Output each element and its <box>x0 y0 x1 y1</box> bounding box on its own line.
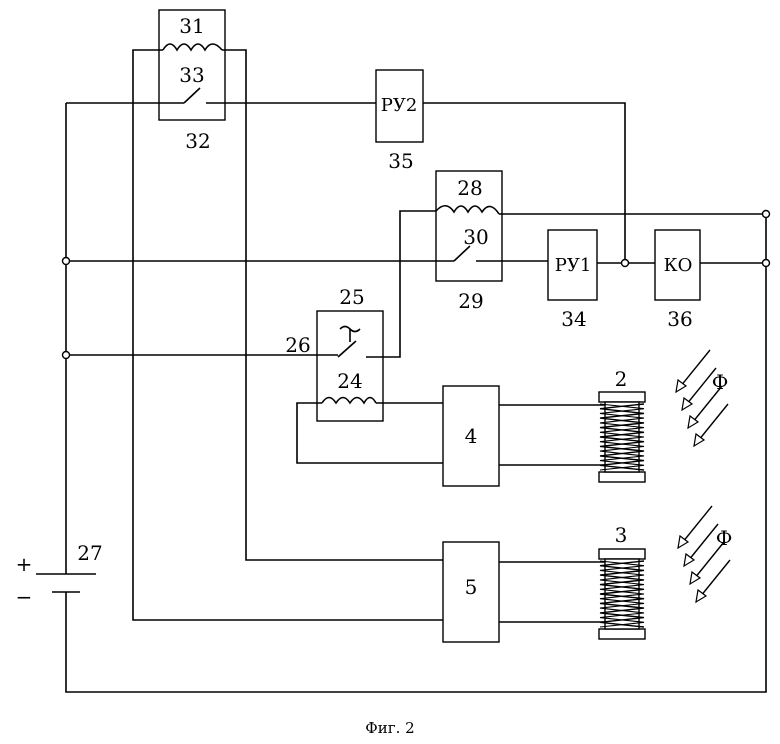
label-35: 35 <box>388 149 413 173</box>
label-5: 5 <box>465 575 478 599</box>
label-30: 30 <box>463 225 488 249</box>
label-25: 25 <box>339 285 364 309</box>
label-3: 3 <box>615 523 628 547</box>
label-29: 29 <box>458 289 483 313</box>
flux-arrows-top-icon <box>676 350 728 446</box>
ko-unit: КО 36 <box>655 230 700 331</box>
box-5: 5 <box>443 542 499 642</box>
label-2: 2 <box>615 367 628 391</box>
junction-right-top <box>763 211 770 218</box>
junction-ru1-ko <box>622 260 629 267</box>
coil-2-top-cap <box>599 392 645 402</box>
coil-24-icon <box>322 398 376 404</box>
label-31: 31 <box>179 14 204 38</box>
battery-27: + − 27 <box>16 541 103 609</box>
coil-3-bottom-cap <box>599 629 645 639</box>
battery-plus-sign: + <box>16 552 33 576</box>
coil-2: 2 <box>599 367 645 482</box>
label-4: 4 <box>465 424 478 448</box>
coil-28-icon <box>436 206 499 214</box>
coil-31-icon <box>163 44 222 50</box>
label-flux-bottom: Ф <box>716 526 733 550</box>
junction-left-mid <box>63 258 70 265</box>
label-26: 26 <box>285 333 310 357</box>
label-24: 24 <box>337 369 362 393</box>
coil-2-bottom-cap <box>599 472 645 482</box>
label-33: 33 <box>179 63 204 87</box>
label-flux-top: Ф <box>712 370 729 394</box>
ru2-label: РУ2 <box>381 95 418 116</box>
junction-left-low <box>63 352 70 359</box>
label-28: 28 <box>457 176 482 200</box>
flux-arrows-bottom-icon <box>678 506 730 602</box>
relay-32: 31 33 32 <box>159 10 225 153</box>
relay-29: 28 30 29 <box>436 171 502 313</box>
label-36: 36 <box>667 307 692 331</box>
label-32: 32 <box>185 129 210 153</box>
relay-25-box <box>317 311 383 421</box>
label-34: 34 <box>561 307 586 331</box>
wire-coil28-to-contact26 <box>366 211 436 357</box>
battery-minus-sign: − <box>16 585 33 609</box>
contact-26-switch-icon <box>338 341 356 357</box>
wire-coil24-left-loop <box>297 403 443 463</box>
contact-30-switch-icon <box>454 246 470 261</box>
relay-25: 25 26 24 <box>285 285 383 421</box>
contact-33-switch-icon <box>184 88 200 103</box>
wires <box>66 50 766 692</box>
box-4: 4 <box>443 386 499 486</box>
label-27: 27 <box>77 541 102 565</box>
ko-label: КО <box>664 255 693 276</box>
junction-right-mid <box>763 260 770 267</box>
coil-3-top-cap <box>599 549 645 559</box>
ru1-unit: РУ1 34 <box>548 230 597 331</box>
figure-caption: Фиг. 2 <box>365 719 414 737</box>
ru1-label: РУ1 <box>555 255 592 276</box>
ru2-unit: РУ2 35 <box>376 70 423 173</box>
coil-3: 3 <box>599 523 645 639</box>
